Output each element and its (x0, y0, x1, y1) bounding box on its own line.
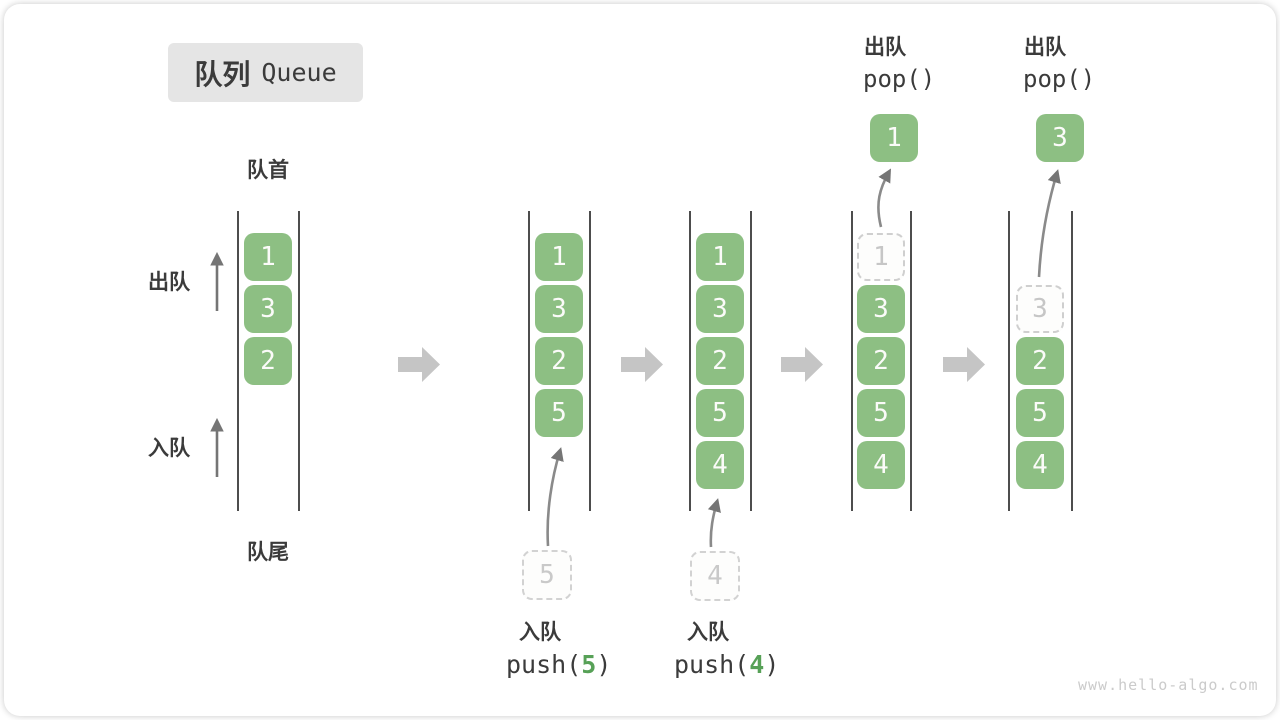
staged-item: 5 (522, 550, 572, 600)
title-zh: 队列 (194, 58, 251, 90)
push5-code-close: ) (596, 650, 612, 679)
queue-wall (910, 211, 912, 511)
queue-item: 3 (857, 285, 905, 333)
push4-code-close: ) (764, 650, 780, 679)
title-en: Queue (261, 58, 337, 87)
watermark: www.hello-algo.com (1078, 676, 1259, 694)
push4-label: 入队 (687, 621, 729, 644)
popped-item: 1 (870, 114, 918, 162)
staged-item: 4 (690, 551, 740, 601)
queue-rear-label: 队尾 (247, 541, 289, 564)
queue-item-removed: 3 (1016, 285, 1064, 333)
queue-item-removed: 1 (857, 233, 905, 281)
enqueue-side-label: 入队 (148, 437, 190, 460)
push5-code-arg: 5 (581, 650, 597, 679)
queue-item: 3 (244, 285, 292, 333)
pop-second-code: pop() (1023, 65, 1096, 93)
popped-item: 3 (1036, 114, 1084, 162)
queue-item: 3 (535, 285, 583, 333)
queue-item: 3 (696, 285, 744, 333)
queue-wall (237, 211, 239, 511)
push4-code-open: push( (674, 650, 750, 679)
queue-item: 4 (857, 441, 905, 489)
queue-front-label: 队首 (247, 159, 289, 182)
push5-code-open: push( (506, 650, 582, 679)
queue-wall (1071, 211, 1073, 511)
push5-label: 入队 (519, 621, 561, 644)
pop-first-label: 出队 (864, 36, 906, 59)
queue-wall (528, 211, 530, 511)
queue-item: 5 (535, 389, 583, 437)
push4-code-arg: 4 (749, 650, 765, 679)
queue-item: 4 (696, 441, 744, 489)
figure-card (4, 4, 1276, 716)
pop-first-code: pop() (863, 65, 936, 93)
dequeue-side-label: 出队 (148, 271, 190, 294)
queue-wall (689, 211, 691, 511)
queue-item: 5 (857, 389, 905, 437)
queue-item: 2 (857, 337, 905, 385)
queue-item: 2 (244, 337, 292, 385)
queue-wall (589, 211, 591, 511)
push5-code: push(5) (506, 650, 611, 679)
queue-wall (750, 211, 752, 511)
queue-item: 1 (244, 233, 292, 281)
title-badge: 队列 Queue (168, 43, 363, 102)
queue-wall (298, 211, 300, 511)
queue-item: 5 (1016, 389, 1064, 437)
queue-item: 2 (535, 337, 583, 385)
queue-wall (1008, 211, 1010, 511)
push4-code: push(4) (674, 650, 779, 679)
queue-item: 4 (1016, 441, 1064, 489)
queue-item: 1 (696, 233, 744, 281)
queue-item: 2 (1016, 337, 1064, 385)
pop-second-label: 出队 (1024, 36, 1066, 59)
queue-wall (851, 211, 853, 511)
queue-item: 2 (696, 337, 744, 385)
queue-item: 5 (696, 389, 744, 437)
queue-item: 1 (535, 233, 583, 281)
